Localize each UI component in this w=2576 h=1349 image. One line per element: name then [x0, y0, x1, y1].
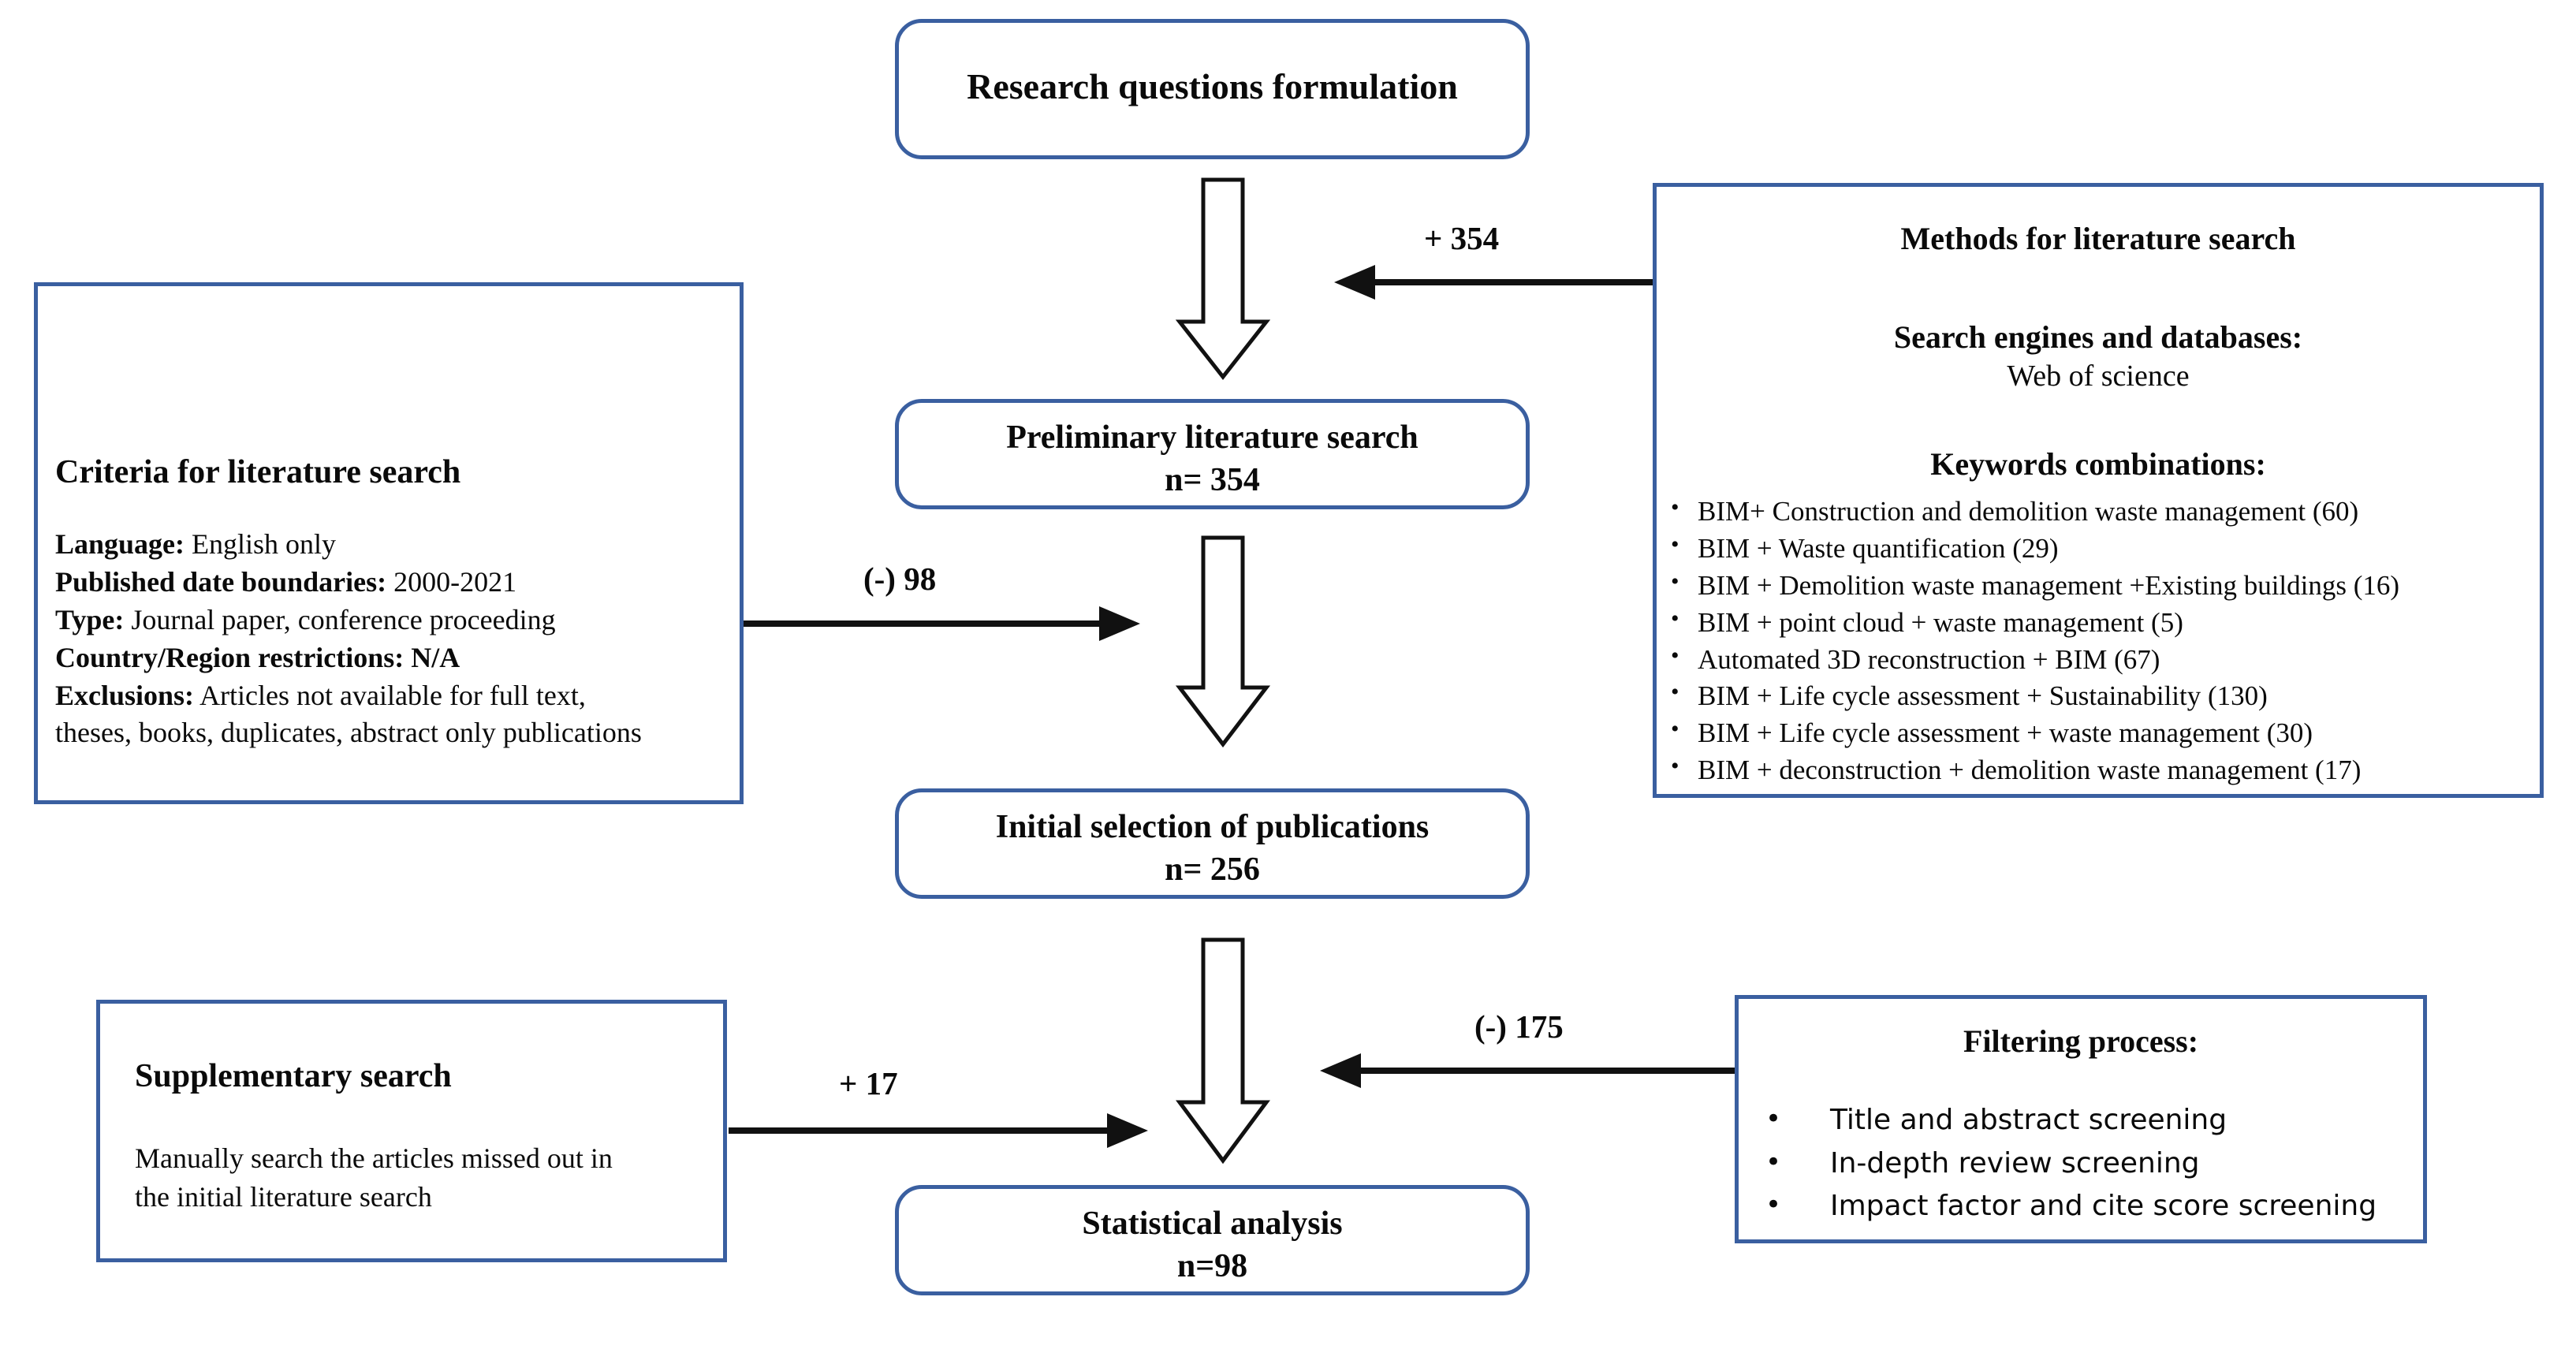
edge-label-plus-17: + 17	[839, 1065, 898, 1101]
criteria-row: Exclusions: Articles not available for f…	[55, 677, 740, 715]
node-preliminary-search-label: Preliminary literature search	[1006, 419, 1418, 456]
keyword-text: BIM + point cloud + waste management (5)	[1698, 606, 2183, 638]
node-initial-selection[interactable]: Initial selection of publications n= 256	[895, 788, 1530, 899]
list-item: • In-depth review screening	[1739, 1142, 2423, 1186]
list-item: • BIM + Life cycle assessment + waste man…	[1663, 715, 2540, 752]
filter-item-text: In-depth review screening	[1830, 1146, 2200, 1179]
node-research-questions[interactable]: Research questions formulation	[895, 19, 1530, 159]
bullet-icon: •	[1765, 1103, 1782, 1135]
criteria-row-value: Journal paper, conference proceeding	[131, 603, 556, 635]
bullet-icon: •	[1765, 1146, 1782, 1178]
list-item: • Automated 3D reconstruction + BIM (67)	[1663, 642, 2540, 679]
methods-panel-title: Methods for literature search	[1900, 221, 2296, 256]
block-arrow-down-3	[1176, 937, 1270, 1165]
panel-filtering-process[interactable]: Filtering process: • Title and abstract s…	[1735, 995, 2427, 1243]
list-item: • BIM + Demolition waste management +Exis…	[1663, 568, 2540, 605]
keyword-text: Automated 3D reconstruction + BIM (67)	[1698, 643, 2160, 675]
keyword-text: BIM + Demolition waste management +Exist…	[1698, 569, 2400, 601]
criteria-row: Country/Region restrictions: N/A	[55, 639, 740, 677]
criteria-row-label: Country/Region restrictions:	[55, 641, 404, 673]
supplementary-panel-title: Supplementary search	[135, 1058, 452, 1094]
edge-label-minus-175: (-) 175	[1474, 1008, 1564, 1045]
filtering-panel-title: Filtering process:	[1963, 1023, 2199, 1059]
bullet-icon: •	[1671, 568, 1679, 594]
node-preliminary-search[interactable]: Preliminary literature search n= 354	[895, 399, 1530, 509]
arrow-head-minus-98	[1099, 606, 1140, 641]
keyword-text: BIM + Life cycle assessment + Sustainabi…	[1698, 680, 2268, 712]
arrow-head-minus-175	[1320, 1053, 1361, 1088]
list-item: • BIM + deconstruction + demolition waste…	[1663, 752, 2540, 789]
list-item: • Impact factor and cite score screening	[1739, 1185, 2423, 1228]
edge-label-plus-354: + 354	[1424, 220, 1500, 256]
criteria-row-label: Language:	[55, 528, 185, 560]
criteria-row-value: N/A	[411, 641, 460, 673]
criteria-row: Published date boundaries: 2000-2021	[55, 564, 740, 602]
node-preliminary-search-count: n= 354	[1165, 462, 1260, 498]
criteria-row-label: Published date boundaries:	[55, 565, 387, 598]
filter-item-text: Impact factor and cite score screening	[1830, 1190, 2377, 1223]
methods-engines-value: Web of science	[2007, 360, 2190, 393]
arrow-head-plus-17	[1107, 1113, 1148, 1148]
methods-keywords-heading: Keywords combinations:	[1930, 446, 2266, 482]
node-statistical-analysis-label: Statistical analysis	[1082, 1206, 1343, 1242]
list-item: • Title and abstract screening	[1739, 1099, 2423, 1142]
bullet-icon: •	[1671, 679, 1679, 706]
list-item: • BIM + Waste quantification (29)	[1663, 531, 2540, 568]
node-initial-selection-label: Initial selection of publications	[995, 809, 1430, 845]
filtering-items-list: • Title and abstract screening • In-depth …	[1739, 1099, 2423, 1228]
bullet-icon: •	[1671, 531, 1679, 557]
methods-keywords-list: • BIM+ Construction and demolition waste …	[1657, 494, 2540, 789]
panel-supplementary-search[interactable]: Supplementary search Manually search the…	[96, 1000, 727, 1262]
block-arrow-down-1	[1175, 177, 1271, 381]
supplementary-body-line-1: Manually search the articles missed out …	[135, 1142, 613, 1174]
methods-engines-heading: Search engines and databases:	[1893, 319, 2303, 355]
filter-item-text: Title and abstract screening	[1830, 1104, 2227, 1136]
bullet-icon: •	[1765, 1189, 1782, 1221]
criteria-row: Type: Journal paper, conference proceedi…	[55, 602, 740, 639]
node-statistical-analysis-count: n=98	[1176, 1248, 1248, 1284]
criteria-panel-title: Criteria for literature search	[55, 454, 461, 490]
list-item: • BIM+ Construction and demolition waste …	[1663, 494, 2540, 531]
list-item: • BIM + point cloud + waste management (5…	[1663, 605, 2540, 642]
criteria-row-label: Exclusions:	[55, 679, 195, 711]
arrow-head-plus-354	[1334, 265, 1375, 300]
node-research-questions-label: Research questions formulation	[967, 66, 1458, 106]
criteria-wrap-line: theses, books, duplicates, abstract only…	[55, 717, 642, 749]
criteria-row-value: Articles not available for full text,	[199, 679, 586, 711]
criteria-row: Language: English only	[55, 526, 740, 564]
bullet-icon: •	[1671, 716, 1679, 743]
node-initial-selection-count: n= 256	[1165, 852, 1260, 888]
edge-label-minus-98: (-) 98	[863, 561, 937, 597]
bullet-icon: •	[1671, 753, 1679, 780]
keyword-text: BIM + deconstruction + demolition waste …	[1698, 755, 2362, 786]
keyword-text: BIM + Waste quantification (29)	[1698, 532, 2059, 564]
criteria-row-value: 2000-2021	[393, 565, 517, 598]
bullet-icon: •	[1671, 494, 1679, 520]
criteria-row-label: Type:	[55, 603, 125, 635]
block-arrow-down-2	[1175, 535, 1271, 748]
keyword-text: BIM+ Construction and demolition waste m…	[1698, 496, 2359, 527]
criteria-rows: Language: English only Published date bo…	[55, 526, 740, 752]
bullet-icon: •	[1671, 605, 1679, 632]
keyword-text: BIM + Life cycle assessment + waste mana…	[1698, 717, 2313, 749]
list-item: • BIM + Life cycle assessment + Sustainab…	[1663, 678, 2540, 715]
bullet-icon: •	[1671, 642, 1679, 669]
supplementary-body-line-2: the initial literature search	[135, 1180, 432, 1213]
criteria-row-value: English only	[192, 528, 337, 560]
node-statistical-analysis[interactable]: Statistical analysis n=98	[895, 1185, 1530, 1295]
panel-methods-for-literature-search[interactable]: Methods for literature search Search eng…	[1653, 183, 2544, 798]
supplementary-panel-body: Manually search the articles missed out …	[135, 1139, 723, 1217]
panel-criteria-for-literature-search[interactable]: Criteria for literature search Language:…	[34, 282, 744, 804]
